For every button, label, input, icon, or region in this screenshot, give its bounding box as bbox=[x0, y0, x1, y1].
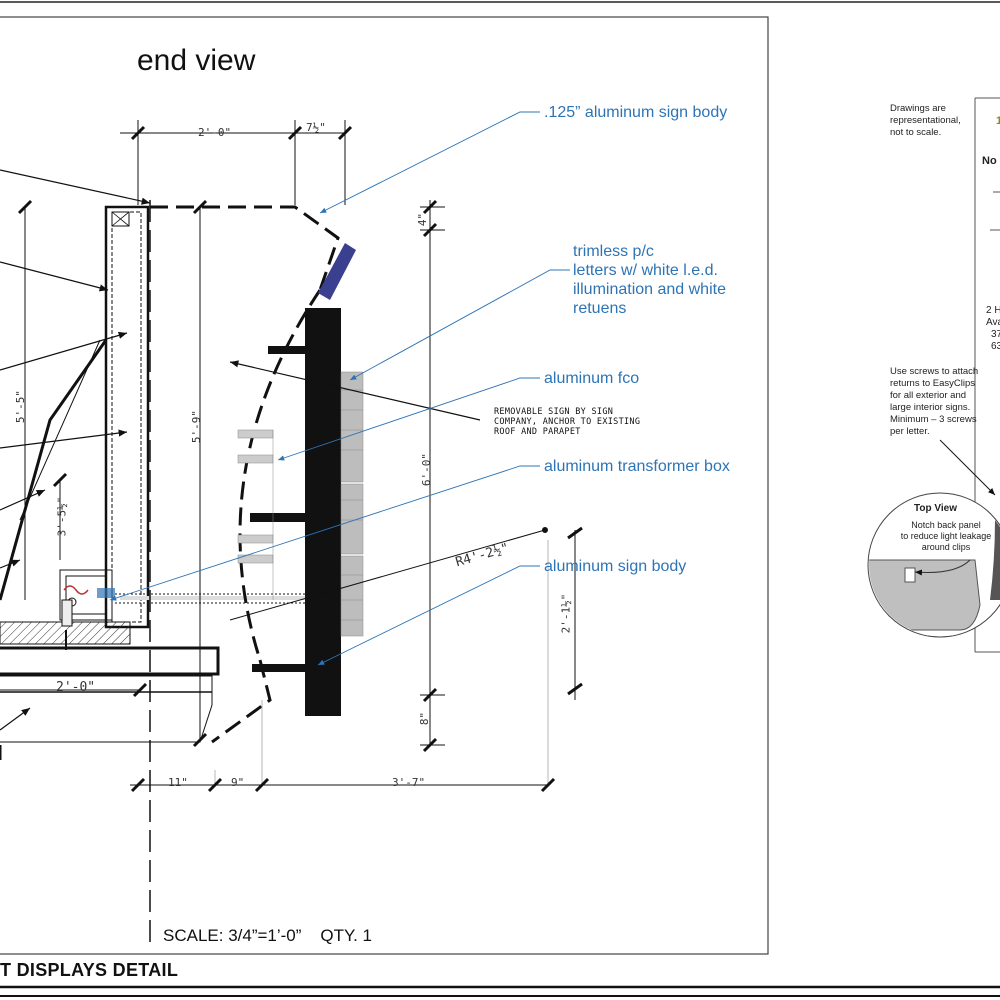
scale-label: SCALE: 3/4”=1’-0” QTY. 1 bbox=[163, 926, 372, 946]
callout-letters: trimless p/c letters w/ white l.e.d. ill… bbox=[573, 242, 726, 318]
led-module bbox=[318, 243, 356, 300]
dimension-lines bbox=[0, 120, 583, 793]
mounting-bars bbox=[250, 346, 308, 672]
letter-back-panel bbox=[305, 308, 341, 716]
roof-slab bbox=[0, 621, 220, 743]
dim-5-5: 5'-5" bbox=[14, 389, 28, 424]
callout-sign-body-top: .125” aluminum sign body bbox=[544, 104, 728, 121]
top-view-title: Top View bbox=[914, 503, 957, 514]
top-view-line-1: Notch back panel bbox=[911, 520, 981, 530]
dim-top-7half: 7½" bbox=[306, 121, 326, 134]
transformer-box bbox=[59, 569, 115, 650]
disclaimer: Drawings are representational, not to sc… bbox=[890, 103, 961, 139]
dim-8: 8" bbox=[418, 711, 432, 726]
removable-sign-note: REMOVABLE SIGN BY SIGN COMPANY, ANCHOR T… bbox=[494, 407, 640, 437]
note-line-1: REMOVABLE SIGN BY SIGN bbox=[494, 407, 614, 417]
dim-bottom-9: 9" bbox=[231, 776, 245, 789]
disclaimer-line-1: Drawings are bbox=[890, 103, 946, 114]
top-view-detail bbox=[867, 439, 1000, 638]
dim-bottom-11: 11" bbox=[168, 776, 188, 789]
cut-mid-c: 37 bbox=[991, 329, 1000, 340]
dim-base-2ft: 2'-0" bbox=[56, 680, 96, 695]
parapet-wall bbox=[0, 205, 150, 629]
dim-6-0: 6'-0" bbox=[420, 452, 434, 487]
cut-mid: 2 H Ava 37 63 bbox=[986, 305, 1000, 353]
top-view-text: Notch back panel to reduce light leakage… bbox=[892, 520, 1000, 553]
screw-note-line-2: returns to EasyClips bbox=[890, 378, 976, 389]
qty-text: QTY. 1 bbox=[320, 926, 372, 945]
callout-fco: aluminum fco bbox=[544, 370, 640, 387]
sheet-frame bbox=[0, 16, 769, 955]
sign-cabinet-outline bbox=[150, 205, 340, 744]
note-line-3: ROOF AND PARAPET bbox=[494, 427, 581, 437]
callout-transformer: aluminum transformer box bbox=[544, 458, 730, 475]
cut-mid-a: 2 H bbox=[986, 305, 1000, 316]
dim-3-5: 3'-5½" bbox=[55, 496, 69, 537]
sheet-title: T DISPLAYS DETAIL bbox=[0, 960, 179, 980]
screw-note-line-6: per letter. bbox=[890, 426, 930, 437]
screw-note-line-3: for all exterior and bbox=[890, 390, 967, 401]
letter-returns bbox=[340, 371, 364, 637]
dim-5-9: 5'-9" bbox=[190, 409, 204, 444]
screw-note-line-4: large interior signs. bbox=[890, 402, 971, 413]
screw-note-line-1: Use screws to attach bbox=[890, 366, 979, 377]
conduit bbox=[115, 593, 305, 604]
note-line-2: COMPANY, ANCHOR TO EXISTING bbox=[494, 417, 641, 427]
callout-leaders bbox=[109, 111, 570, 666]
cut-mid-d: 63 bbox=[991, 341, 1000, 352]
dim-bottom-3-7: 3'-7" bbox=[392, 776, 426, 789]
callout-sign-body-bottom: aluminum sign body bbox=[544, 558, 687, 575]
scale-text: SCALE: 3/4”=1’-0” bbox=[163, 926, 302, 945]
callout-letters-line-1: trimless p/c bbox=[573, 243, 654, 260]
dim-4: 4" bbox=[416, 212, 430, 227]
top-view-line-2: to reduce light leakage bbox=[900, 531, 992, 541]
fco-strips bbox=[237, 429, 274, 600]
cut-top-b: No bbox=[982, 155, 997, 167]
screw-note: Use screws to attach returns to EasyClip… bbox=[890, 366, 978, 438]
cut-top-a: 1 bbox=[996, 115, 1000, 127]
disclaimer-line-3: not to scale. bbox=[890, 127, 942, 138]
leader-arrows bbox=[0, 169, 481, 731]
dim-top-2ft: 2'-0" bbox=[198, 126, 232, 139]
callout-letters-line-2: letters w/ white l.e.d. bbox=[573, 262, 718, 279]
cut-mid-b: Ava bbox=[986, 317, 1000, 328]
screw-note-line-5: Minimum – 3 screws bbox=[890, 414, 977, 425]
disclaimer-line-2: representational, bbox=[890, 115, 961, 126]
callout-letters-line-3: illumination and white bbox=[573, 281, 726, 298]
top-view-line-3: around clips bbox=[921, 542, 971, 552]
callout-letters-line-4: retuens bbox=[573, 300, 627, 317]
view-title: end view bbox=[137, 44, 256, 77]
dim-2-1: 2'-1½" bbox=[559, 593, 573, 634]
